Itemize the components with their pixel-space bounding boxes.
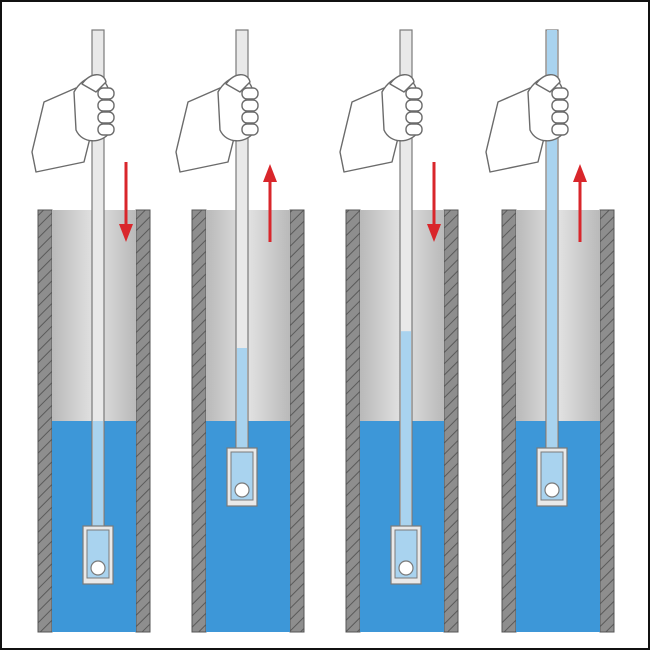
arrow-down-icon — [427, 162, 441, 242]
hand-icon — [31, 74, 115, 173]
left-wall — [191, 209, 207, 633]
check-valve-icon — [226, 447, 258, 507]
left-wall — [37, 209, 53, 633]
pipe-water — [401, 331, 411, 532]
pipe-water — [547, 30, 557, 454]
arrow-up-icon — [263, 164, 277, 242]
hand-icon — [485, 74, 569, 173]
right-wall — [599, 209, 615, 633]
left-wall — [501, 209, 517, 633]
stage-1 — [31, 29, 151, 633]
pipe-water — [93, 421, 103, 532]
stage-3 — [339, 29, 459, 633]
check-valve-icon — [536, 447, 568, 507]
right-wall — [443, 209, 459, 633]
arrow-up-icon — [573, 164, 587, 242]
right-wall — [135, 209, 151, 633]
stage-4 — [485, 29, 615, 633]
right-wall — [289, 209, 305, 633]
pipe-water — [237, 348, 247, 454]
arrow-down-icon — [119, 162, 133, 242]
hand-icon — [339, 74, 423, 173]
left-wall — [345, 209, 361, 633]
check-valve-icon — [82, 525, 114, 585]
check-valve-icon — [390, 525, 422, 585]
hand-icon — [175, 74, 259, 173]
stage-2 — [175, 29, 305, 633]
